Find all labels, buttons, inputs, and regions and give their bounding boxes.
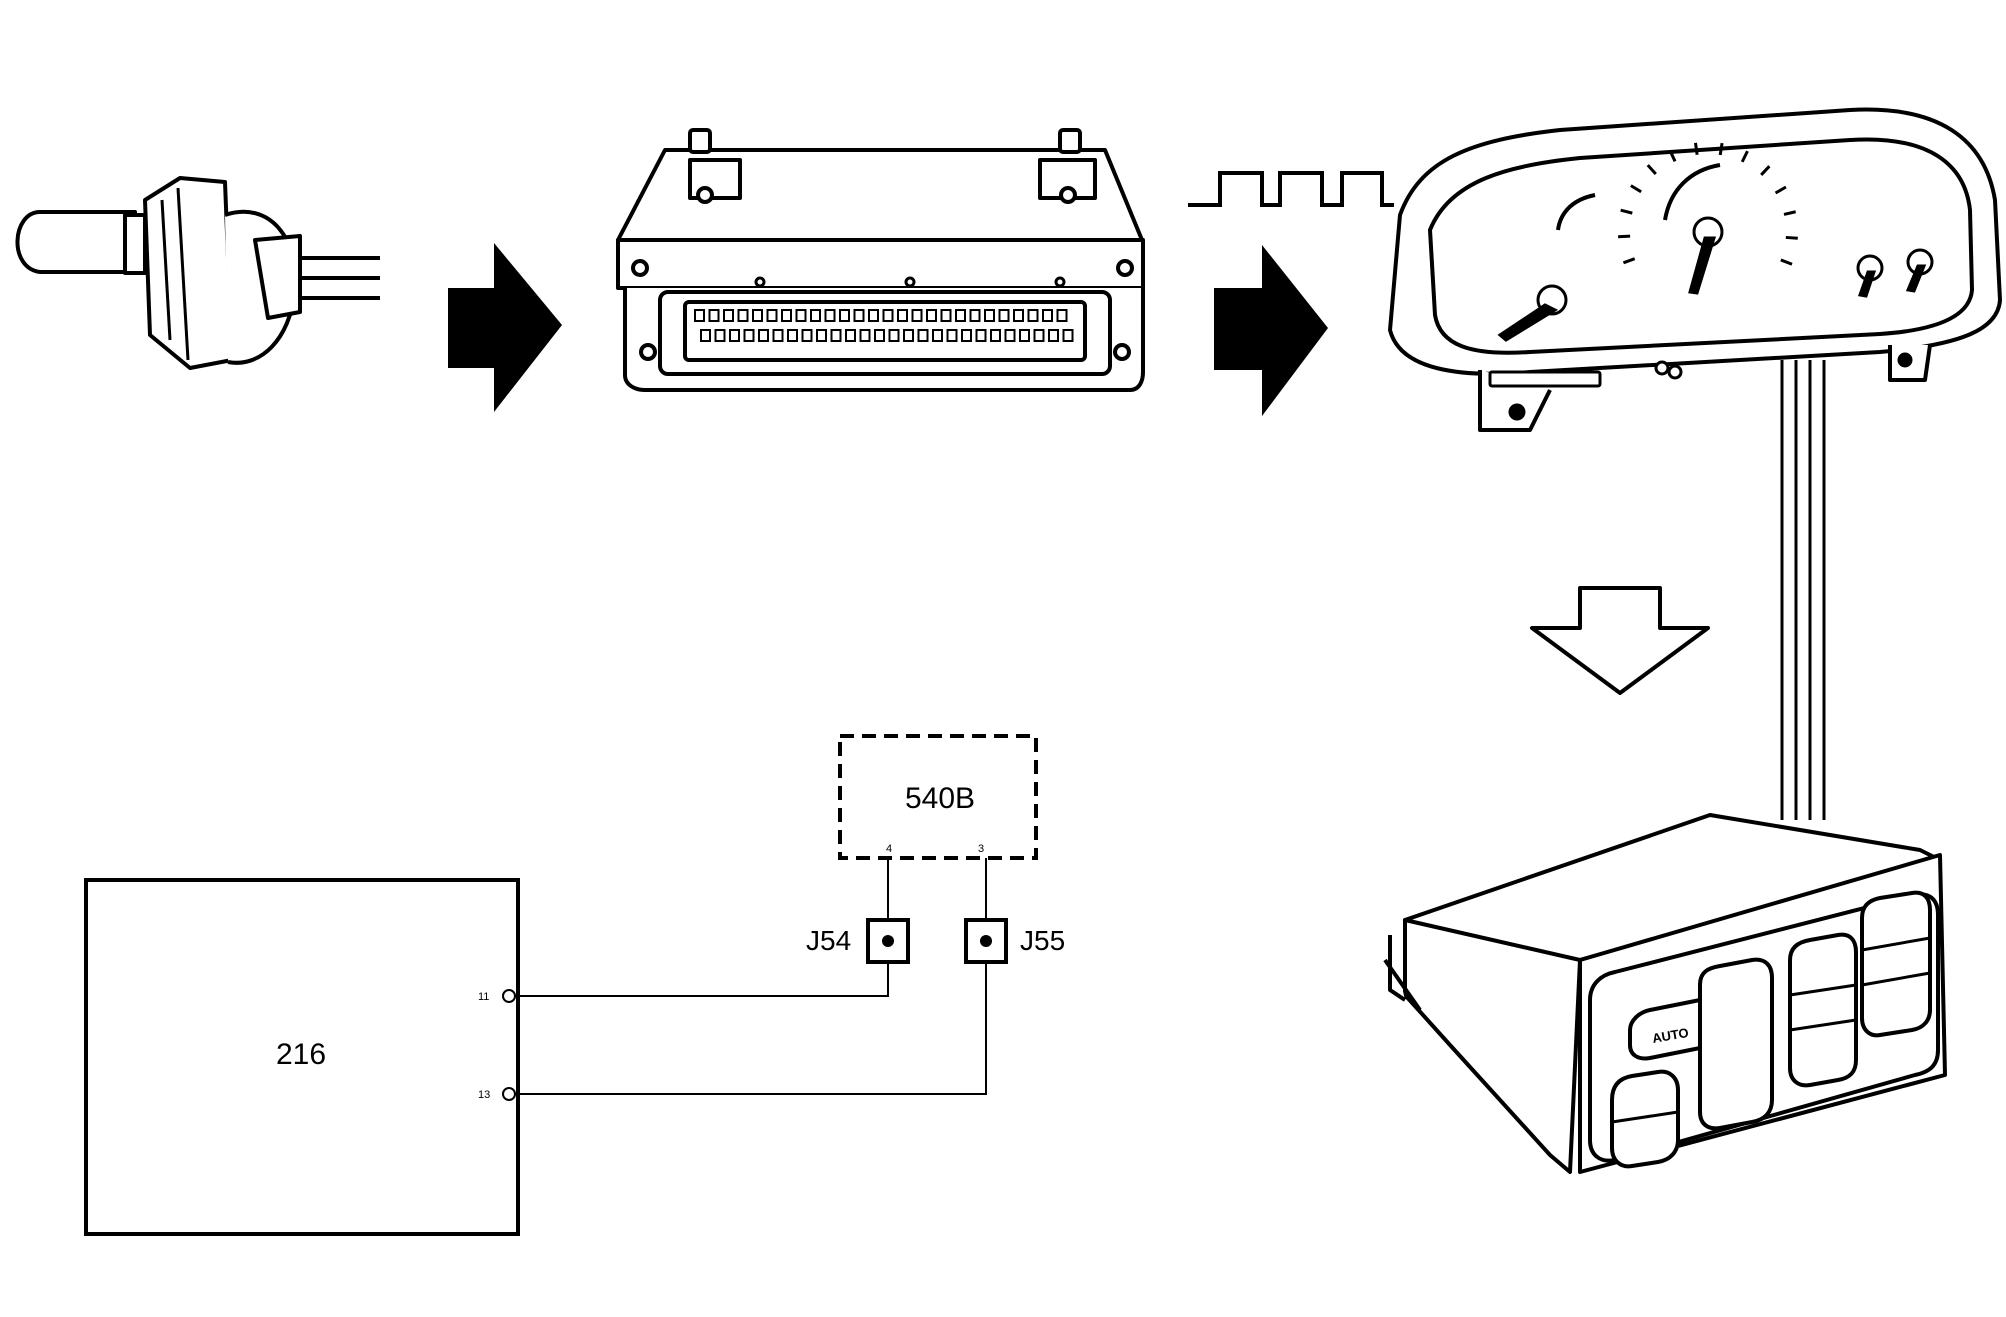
- ecu-pin: [969, 309, 981, 322]
- ecu-pin: [990, 329, 1001, 342]
- gauge-tick: [1740, 150, 1749, 163]
- engine-control-module-icon: [616, 128, 1145, 392]
- module-216-pin-11: 11: [478, 991, 489, 1003]
- ecu-connector-pins-icon: [694, 309, 1074, 342]
- ecu-pin: [868, 309, 879, 322]
- module-540b-box: [838, 734, 1038, 860]
- ecu-pin: [853, 309, 865, 322]
- ecu-pin: [810, 309, 821, 322]
- ecu-pin: [1033, 329, 1045, 342]
- ecu-pin: [743, 329, 755, 342]
- ecu-pin: [723, 309, 734, 322]
- ecu-pin: [874, 329, 885, 342]
- gauge-tick: [1718, 142, 1724, 156]
- ecu-pin: [824, 309, 836, 322]
- ecu-pin: [888, 329, 900, 342]
- ecu-pin: [903, 329, 914, 342]
- gauge-tick: [1620, 208, 1633, 215]
- ecu-pin: [700, 329, 711, 342]
- speedometer-ticks-icon: [1618, 142, 1798, 266]
- ecu-pin: [714, 329, 726, 342]
- ecu-pin: [766, 309, 778, 322]
- ecu-pin: [752, 309, 763, 322]
- ecu-pin: [1013, 309, 1024, 322]
- gauge-needles-icon: [1488, 216, 1934, 421]
- ecu-pin: [839, 309, 850, 322]
- ecu-pin: [932, 329, 943, 342]
- ecu-pin: [758, 329, 769, 342]
- gauge-tick: [1783, 210, 1797, 216]
- module-540b-pin-4: 4: [886, 843, 892, 855]
- ecu-pin: [998, 309, 1010, 322]
- ecu-pin: [1056, 309, 1068, 322]
- right-arrow-icon: [448, 243, 562, 412]
- ecu-pin: [830, 329, 842, 342]
- data-bus-lines: [1780, 360, 1826, 820]
- gauge-tick: [1622, 257, 1636, 265]
- right-arrow-icon: [1214, 245, 1328, 416]
- ecu-pin: [940, 309, 952, 322]
- gauge-tick: [1774, 185, 1787, 195]
- ecu-pin: [729, 329, 740, 342]
- ecu-pin: [882, 309, 894, 322]
- gauge-tick: [1785, 235, 1798, 240]
- square-wave-signal-icon: [1188, 171, 1394, 207]
- ecu-pin: [772, 329, 784, 342]
- ecu-pin: [737, 309, 749, 322]
- module-216-label: 216: [276, 1038, 326, 1071]
- module-216-pin-13: 13: [478, 1089, 490, 1101]
- ecu-pin: [1062, 329, 1074, 342]
- gauge-tick: [1780, 258, 1793, 266]
- connector-j54: [866, 918, 910, 964]
- ecu-pin: [787, 329, 798, 342]
- connector-j54-label: J54: [806, 925, 851, 956]
- gauge-tick: [1630, 184, 1642, 194]
- gauge-tick: [1760, 165, 1771, 176]
- climate-control-panel-icon: [1383, 813, 1947, 1174]
- gauge-tick: [1693, 142, 1699, 155]
- module-540b-label: 540B: [905, 782, 975, 815]
- gauge-tick: [1646, 164, 1657, 176]
- ecu-pin: [801, 329, 813, 342]
- temperature-sensor-icon: [15, 176, 380, 370]
- module-216-box: [84, 878, 520, 1236]
- ecu-pin: [946, 329, 958, 342]
- ecu-pin: [781, 309, 792, 322]
- ecu-pin: [1019, 329, 1030, 342]
- schematic-wires: [515, 858, 987, 1095]
- ecu-pin: [961, 329, 972, 342]
- ecu-pin: [816, 329, 827, 342]
- ecu-pin: [795, 309, 807, 322]
- ecu-pin: [859, 329, 871, 342]
- ecu-pin: [955, 309, 966, 322]
- ecu-pin: [911, 309, 923, 322]
- ecu-pin: [917, 329, 929, 342]
- ecu-pin: [926, 309, 937, 322]
- gauge-tick: [1618, 234, 1631, 239]
- ecu-pin: [708, 309, 720, 322]
- ecu-pin: [897, 309, 908, 322]
- ecu-pin: [975, 329, 987, 342]
- ecu-pin: [694, 309, 705, 322]
- ecu-pin: [1048, 329, 1059, 342]
- ecu-pin: [1027, 309, 1039, 322]
- connector-j55: [964, 918, 1008, 964]
- module-540b-pin-3: 3: [978, 843, 984, 855]
- down-outline-arrow-icon: [1530, 586, 1710, 695]
- module-216-pin-13-terminal: [502, 1087, 516, 1101]
- climate-auto-button-label: AUTO: [1651, 1025, 1690, 1046]
- ecu-pin: [984, 309, 995, 322]
- ecu-pin: [1042, 309, 1053, 322]
- ecu-pin: [845, 329, 856, 342]
- connector-j55-label: J55: [1020, 925, 1065, 956]
- ecu-pin: [1004, 329, 1016, 342]
- gauge-tick: [1668, 149, 1677, 162]
- module-216-pin-11-terminal: [502, 989, 516, 1003]
